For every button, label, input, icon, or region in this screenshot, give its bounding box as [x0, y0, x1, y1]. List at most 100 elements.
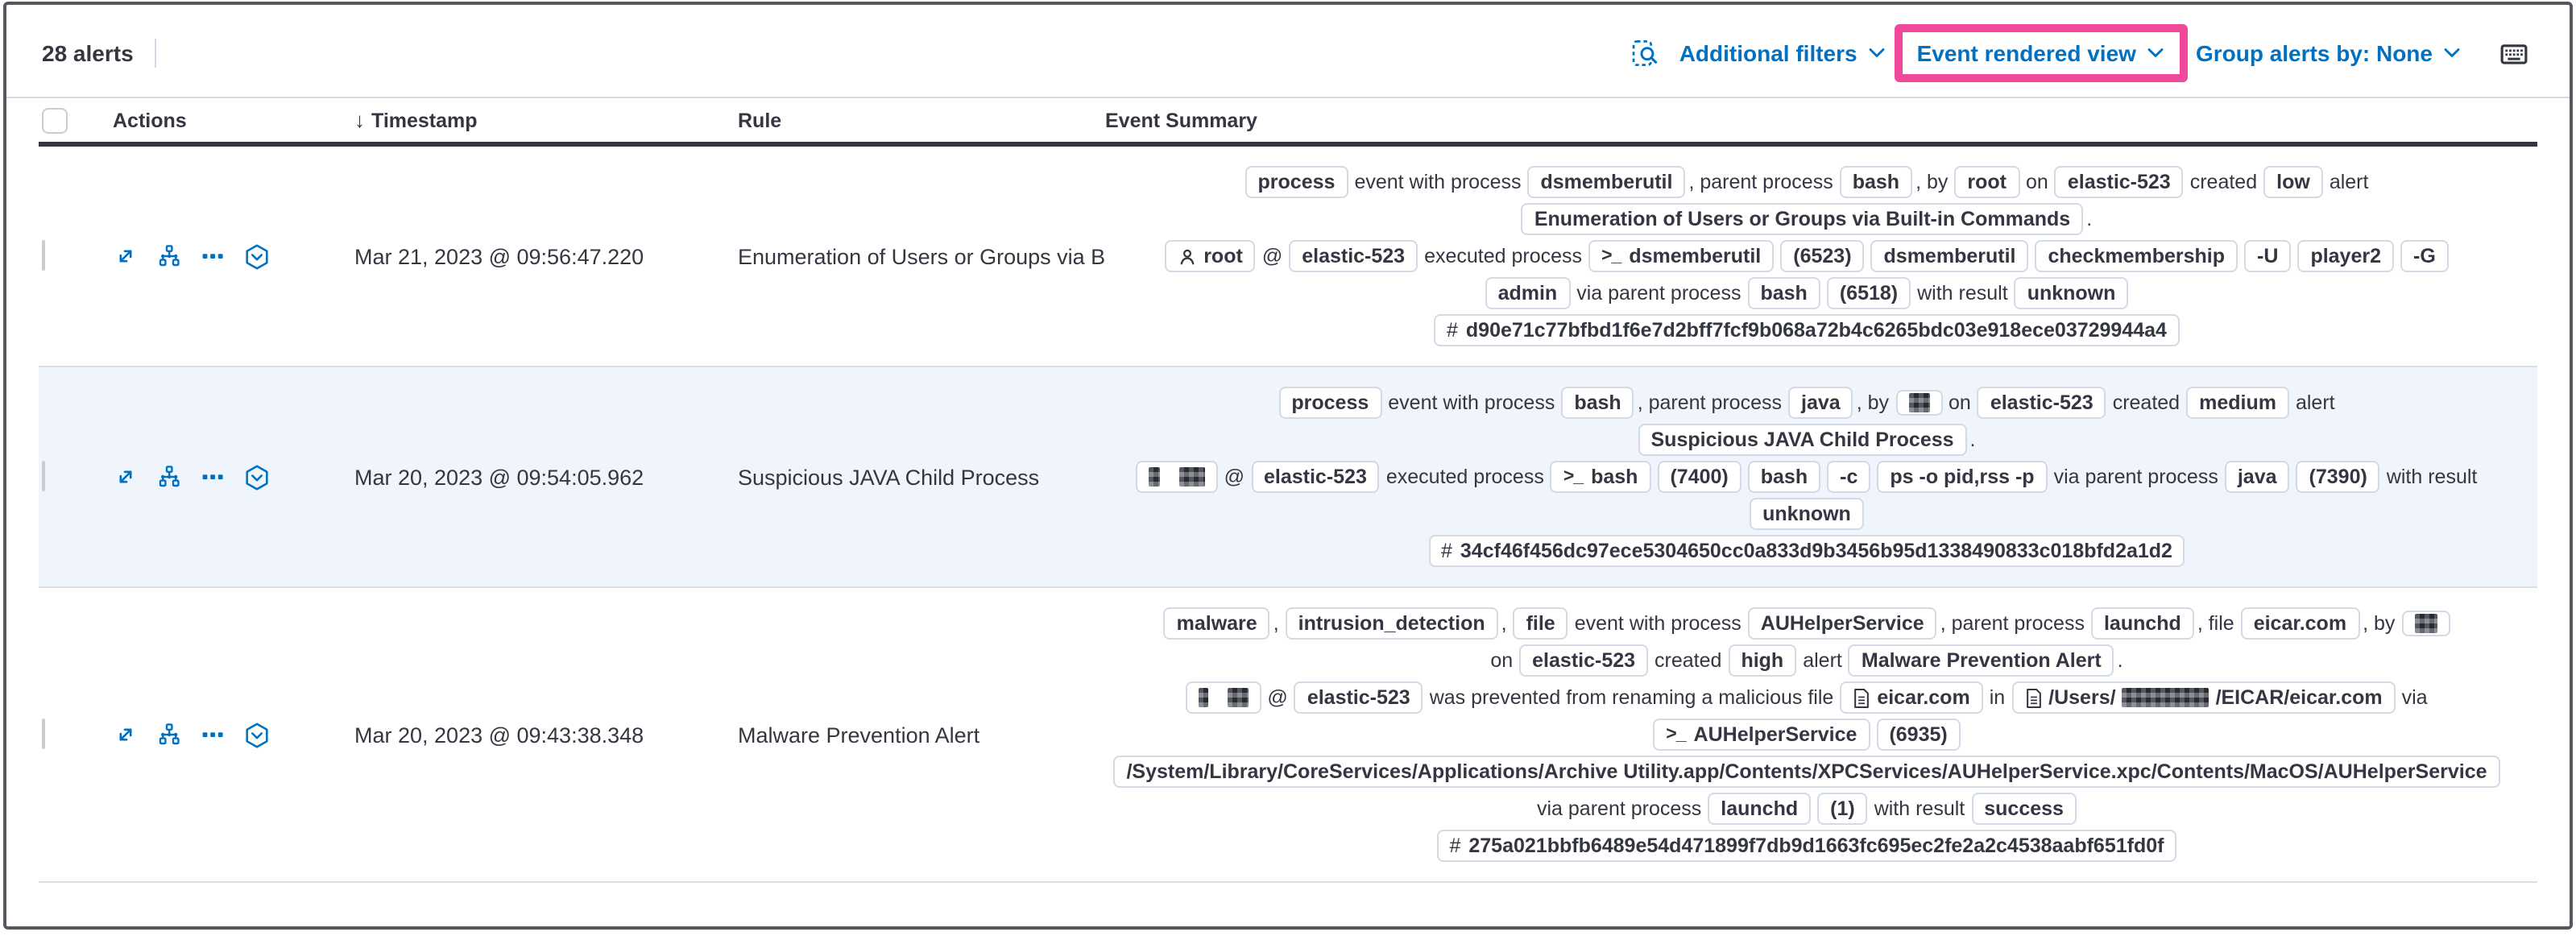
- field-badge[interactable]: (1): [1817, 793, 1868, 825]
- field-badge[interactable]: java: [1788, 387, 1853, 419]
- field-badge[interactable]: high: [1728, 644, 1797, 677]
- rule-cell: Enumeration of Users or Groups via Bui: [738, 244, 1105, 268]
- field-badge[interactable]: unknown: [1750, 498, 1864, 530]
- terminal-icon: >_: [1601, 246, 1621, 266]
- field-badge[interactable]: Enumeration of Users or Groups via Built…: [1521, 203, 2084, 235]
- timestamp-cell: Mar 21, 2023 @ 09:56:47.220: [354, 244, 644, 268]
- field-badge[interactable]: low: [2263, 166, 2323, 198]
- hash-badge[interactable]: #d90e71c77bfbd1f6e7d2bff7fcf9b068a72b4c6…: [1434, 314, 2180, 346]
- field-badge[interactable]: eicar.com: [2240, 607, 2360, 640]
- field-badge[interactable]: Malware Prevention Alert: [1848, 644, 2114, 677]
- field-badge[interactable]: process: [1278, 387, 1382, 419]
- field-badge[interactable]: >_bash: [1550, 461, 1651, 493]
- more-actions-icon[interactable]: [200, 722, 226, 748]
- column-header-actions: Actions: [113, 109, 187, 131]
- field-badge[interactable]: java: [2224, 461, 2290, 493]
- field-badge[interactable]: >_AUHelperService: [1653, 719, 1870, 751]
- field-badge[interactable]: >_dsmemberutil: [1588, 240, 1775, 272]
- field-badge[interactable]: admin: [1485, 277, 1571, 309]
- summary-text: via parent process: [1576, 282, 1741, 304]
- field-badge[interactable]: medium: [2186, 387, 2289, 419]
- select-all-checkbox[interactable]: [42, 107, 68, 133]
- field-badge[interactable]: -U: [2244, 240, 2292, 272]
- analyze-event-icon[interactable]: [156, 722, 182, 748]
- additional-filters-link[interactable]: Additional filters: [1679, 40, 1886, 66]
- field-badge[interactable]: AUHelperService: [1747, 607, 1937, 640]
- more-actions-icon[interactable]: [200, 243, 226, 269]
- field-badge[interactable]: intrusion_detection: [1285, 607, 1498, 640]
- field-badge[interactable]: elastic-523: [1289, 240, 1418, 272]
- field-badge[interactable]: bash: [1561, 387, 1634, 419]
- field-badge[interactable]: (6935): [1876, 719, 1961, 751]
- field-badge[interactable]: root: [1954, 166, 2020, 198]
- toolbar-controls: Additional filters Event rendered view G…: [1631, 24, 2528, 82]
- field-badge[interactable]: (7400): [1657, 461, 1741, 493]
- hash-badge[interactable]: #34cf46f456dc97ece5304650cc0a833d9b3456b…: [1428, 535, 2185, 567]
- field-badge[interactable]: elastic-523: [2054, 166, 2184, 198]
- hash-badge[interactable]: #275a021bbfb6489e54d471899f7db9d1663fc69…: [1436, 830, 2177, 862]
- expand-icon[interactable]: [113, 722, 139, 748]
- more-actions-icon[interactable]: [200, 464, 226, 490]
- redacted-badge[interactable]: [2401, 611, 2450, 636]
- app-frame: 28 alerts Additional filters: [3, 2, 2573, 930]
- group-alerts-by-link[interactable]: Group alerts by: None: [2196, 40, 2462, 66]
- field-badge[interactable]: bash: [1747, 277, 1820, 309]
- redacted-text: [1149, 467, 1161, 487]
- session-view-icon[interactable]: [243, 463, 271, 491]
- expand-icon[interactable]: [113, 243, 139, 269]
- field-badge[interactable]: -c: [1827, 461, 1871, 493]
- row-checkbox[interactable]: [42, 719, 45, 749]
- summary-text: created: [1655, 649, 1722, 672]
- field-badge[interactable]: launchd: [2090, 607, 2194, 640]
- field-badge[interactable]: bash: [1747, 461, 1821, 493]
- session-view-icon[interactable]: [243, 721, 271, 748]
- column-header-timestamp[interactable]: ↓ Timestamp: [354, 108, 478, 132]
- field-badge[interactable]: file: [1513, 607, 1568, 640]
- field-badge[interactable]: root: [1165, 240, 1256, 272]
- summary-text: on: [2026, 171, 2048, 193]
- field-badge[interactable]: (6518): [1826, 277, 1911, 309]
- field-badge[interactable]: ps -o pid,rss -p: [1877, 461, 2048, 493]
- field-badge[interactable]: elastic-523: [1294, 681, 1423, 714]
- field-badge[interactable]: elastic-523: [1519, 644, 1649, 677]
- field-badge[interactable]: launchd: [1708, 793, 1812, 825]
- field-badge[interactable]: -G: [2400, 240, 2449, 272]
- field-badge[interactable]: success: [1971, 793, 2077, 825]
- analyze-event-icon[interactable]: [156, 464, 182, 490]
- field-badge[interactable]: /Users//EICAR/eicar.com: [2011, 681, 2396, 714]
- field-badge[interactable]: elastic-523: [1977, 387, 2106, 419]
- redacted-badge[interactable]: [1136, 461, 1218, 493]
- redacted-badge[interactable]: [1895, 390, 1942, 416]
- field-badge[interactable]: unknown: [2014, 277, 2129, 309]
- field-badge[interactable]: /System/Library/CoreServices/Application…: [1113, 756, 2500, 788]
- chevron-down-icon: [2146, 47, 2165, 60]
- summary-text: ,: [1501, 612, 1507, 635]
- summary-text: alert: [1803, 649, 1842, 672]
- field-badge[interactable]: eicar.com: [1840, 681, 1983, 714]
- field-badge[interactable]: (6523): [1780, 240, 1865, 272]
- field-badge[interactable]: bash: [1839, 166, 1913, 198]
- field-badge[interactable]: player2: [2297, 240, 2394, 272]
- field-badge[interactable]: checkmembership: [2035, 240, 2238, 272]
- field-badge[interactable]: process: [1245, 166, 1348, 198]
- column-header-rule: Rule: [738, 109, 782, 131]
- row-checkbox[interactable]: [42, 240, 45, 271]
- field-badge[interactable]: (7390): [2296, 461, 2380, 493]
- summary-text: @: [1224, 466, 1245, 488]
- inspect-icon[interactable]: [1631, 39, 1660, 68]
- analyze-event-icon[interactable]: [156, 243, 182, 269]
- event-rendered-view-link[interactable]: Event rendered view: [1917, 40, 2165, 66]
- session-view-icon[interactable]: [243, 242, 271, 270]
- field-badge[interactable]: malware: [1163, 607, 1270, 640]
- expand-icon[interactable]: [113, 464, 139, 490]
- redacted-badge[interactable]: [1186, 681, 1261, 714]
- row-checkbox[interactable]: [42, 461, 45, 491]
- keyboard-icon[interactable]: [2500, 41, 2528, 65]
- field-badge[interactable]: dsmemberutil: [1527, 166, 1686, 198]
- toolbar-divider: [154, 39, 156, 68]
- summary-text: , parent process: [1940, 612, 2085, 635]
- field-badge[interactable]: Suspicious JAVA Child Process: [1638, 424, 1967, 456]
- field-badge[interactable]: elastic-523: [1251, 461, 1380, 493]
- field-badge[interactable]: dsmemberutil: [1870, 240, 2029, 272]
